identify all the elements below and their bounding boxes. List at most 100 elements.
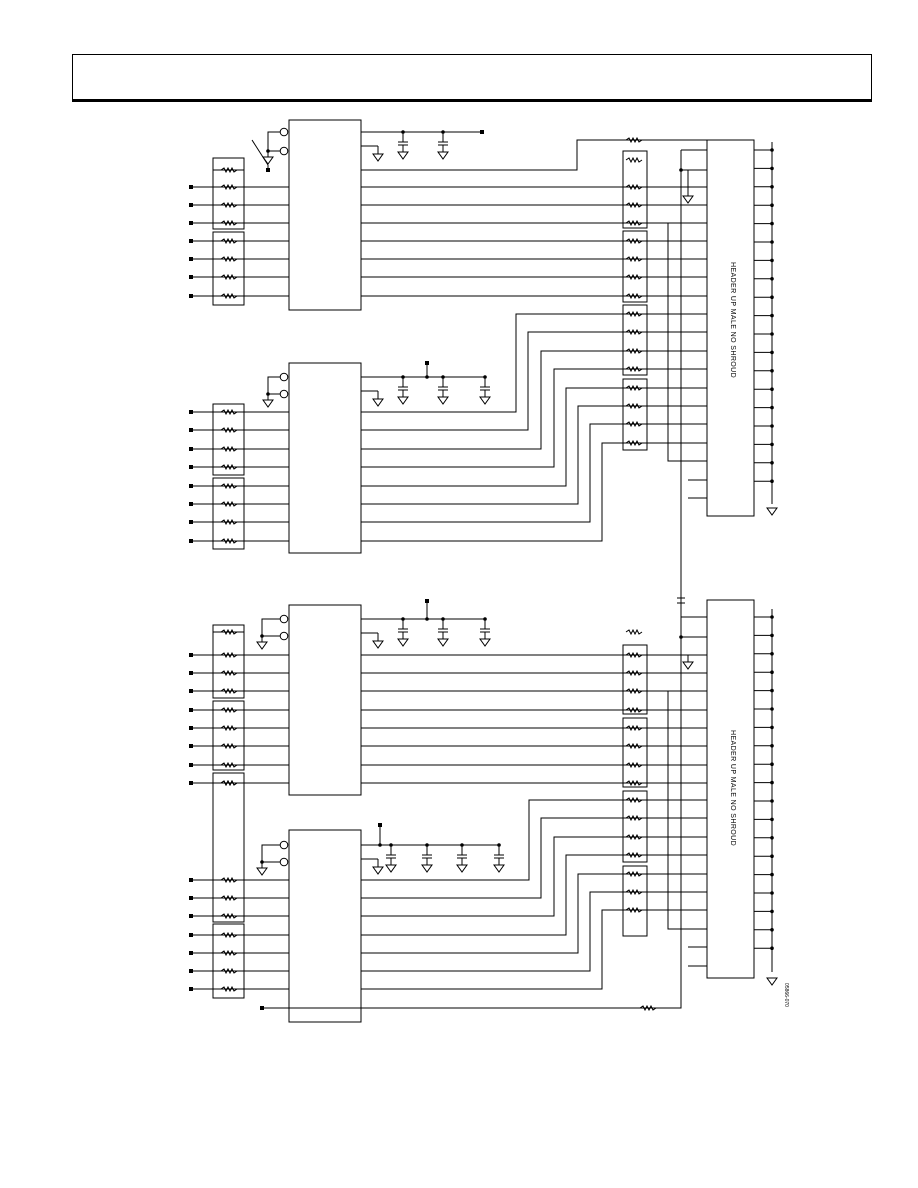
junction-dot (770, 872, 774, 877)
resistor (220, 912, 238, 920)
ground-symbol (397, 396, 409, 405)
ground-symbol (493, 864, 505, 873)
resistor (220, 255, 238, 263)
test-point-ring (279, 389, 289, 399)
junction-dot (260, 860, 264, 864)
resistor-pack-right (622, 304, 648, 376)
ground-symbol (385, 864, 397, 873)
junction-dot (770, 148, 774, 152)
resistor (220, 894, 238, 902)
resistor (625, 796, 643, 804)
junction-dot (770, 479, 774, 484)
resistor (220, 687, 238, 695)
terminal-pad (189, 484, 193, 488)
junction-dot (770, 762, 774, 766)
resistor (625, 201, 643, 209)
resistor-pack-right (622, 644, 648, 715)
ic-chip-1 (288, 119, 362, 311)
resistor (220, 166, 238, 174)
junction-dot (770, 295, 774, 300)
ground-symbol (682, 195, 694, 204)
terminal-pad (189, 428, 193, 432)
resistor (625, 219, 643, 227)
terminal-pad (189, 520, 193, 524)
terminal-pad (378, 823, 382, 827)
resistor-pack-right (622, 378, 648, 451)
junction-dot (770, 221, 774, 226)
junction-dot (770, 707, 774, 711)
resistor (625, 906, 643, 914)
ground-symbol (437, 638, 449, 647)
resistor (220, 463, 238, 471)
terminal-pad (189, 294, 193, 298)
terminal-pad (260, 1006, 264, 1010)
resistor-pack-left (212, 700, 245, 771)
terminal-pad (189, 969, 193, 973)
junction-dot (770, 725, 774, 730)
resistor (220, 445, 238, 453)
page-header-box (72, 54, 872, 102)
terminal-pad (189, 465, 193, 469)
resistor (625, 273, 643, 281)
junction-dot (266, 149, 270, 153)
ground-symbol (262, 156, 274, 165)
resistor (625, 833, 643, 841)
resistor (220, 183, 238, 191)
junction-dot (770, 928, 774, 932)
junction-dot (770, 387, 774, 392)
junction-dot (770, 891, 774, 895)
figure-code: 05866-070 (783, 983, 789, 1007)
junction-dot (770, 836, 774, 840)
resistor (220, 706, 238, 714)
junction-dot (770, 817, 774, 822)
test-point-ring (279, 631, 289, 641)
resistor (220, 779, 238, 787)
header-connector-1 (706, 139, 755, 517)
junction-dot (770, 313, 774, 318)
junction-dot (770, 946, 774, 950)
terminal-pad (189, 781, 193, 785)
terminal-pad (189, 275, 193, 279)
ground-symbol (372, 398, 384, 407)
test-point-ring (279, 857, 289, 867)
resistor-pack-left (212, 477, 245, 550)
resistor (625, 292, 643, 300)
ic-chip-3 (288, 604, 362, 796)
junction-dot (770, 442, 774, 447)
resistor (220, 931, 238, 939)
test-point-ring (279, 146, 289, 156)
resistor (220, 628, 238, 636)
resistor (220, 742, 238, 750)
junction-dot (679, 168, 683, 172)
junction-dot (770, 854, 774, 858)
resistor (220, 651, 238, 659)
terminal-pad (189, 744, 193, 748)
resistor (220, 967, 238, 975)
terminal-pad (425, 599, 429, 603)
resistor (220, 201, 238, 209)
resistor-pack-right (622, 717, 648, 788)
junction-dot (770, 185, 774, 189)
terminal-pad (189, 763, 193, 767)
ic-chip-4 (288, 829, 362, 1023)
resistor (625, 724, 643, 732)
terminal-pad (189, 653, 193, 657)
resistor-pack-left (212, 624, 245, 699)
junction-dot (770, 688, 774, 693)
terminal-pad (189, 203, 193, 207)
resistor-pack-left (212, 923, 245, 999)
terminal-pad (189, 896, 193, 900)
resistor-pack-right (622, 230, 648, 303)
resistor-pack-right (622, 865, 648, 937)
resistor (625, 761, 643, 769)
junction-dot (770, 461, 774, 465)
resistor (220, 876, 238, 884)
ground-symbol (372, 866, 384, 875)
terminal-pad (425, 361, 429, 365)
resistor (220, 219, 238, 227)
resistor (220, 724, 238, 732)
junction-dot (425, 617, 429, 621)
junction-dot (770, 633, 774, 638)
terminal-pad (189, 239, 193, 243)
